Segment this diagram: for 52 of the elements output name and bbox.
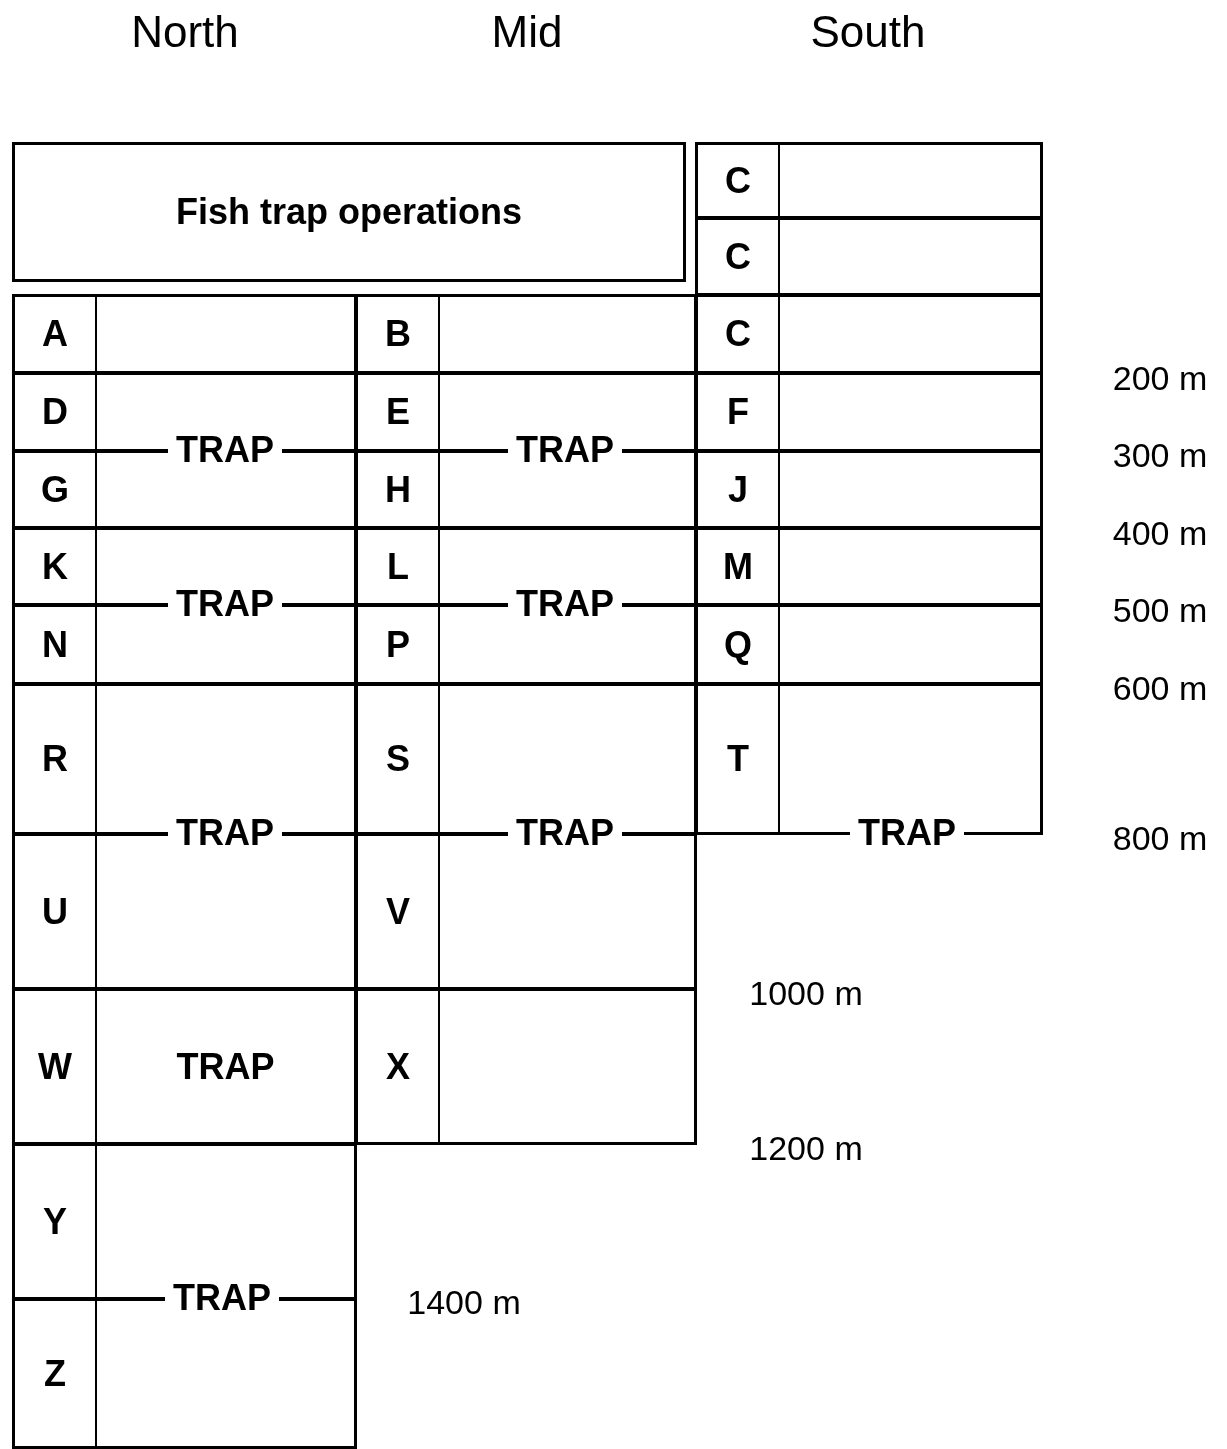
- row-letter: P: [386, 623, 410, 666]
- depth-label: 300 m: [1112, 438, 1208, 472]
- table-row-box: [695, 604, 1043, 685]
- row-letter: B: [385, 313, 411, 355]
- table-row-box: [695, 527, 1043, 606]
- row-letter: K: [42, 545, 68, 588]
- table-row-box: [695, 372, 1043, 452]
- row-letter: D: [42, 391, 68, 433]
- row-letter: N: [42, 623, 68, 666]
- row-letter: V: [386, 890, 410, 933]
- row-letter: W: [38, 1045, 72, 1088]
- title-box: [12, 142, 686, 282]
- depth-label: 400 m: [1112, 516, 1208, 550]
- row-letter: S: [386, 738, 410, 780]
- column-heading: South: [810, 10, 926, 54]
- trap-label: TRAP: [176, 1045, 275, 1088]
- table-row-box: [695, 450, 1043, 529]
- depth-label: 1000 m: [749, 976, 863, 1010]
- row-letter: F: [727, 391, 749, 433]
- row-letter: U: [42, 890, 68, 933]
- row-letter: A: [42, 313, 68, 355]
- row-letter: C: [725, 159, 751, 202]
- table-row-box: [695, 142, 1043, 219]
- row-letter: H: [385, 468, 411, 511]
- depth-label: 500 m: [1112, 593, 1208, 627]
- column-heading: Mid: [491, 10, 563, 54]
- row-letter: Z: [44, 1352, 66, 1395]
- row-letter: E: [386, 391, 410, 433]
- row-letter: G: [41, 468, 69, 511]
- row-letter: Q: [724, 623, 752, 666]
- table-row-box: [695, 217, 1043, 296]
- column-heading: North: [131, 10, 239, 54]
- row-letter: R: [42, 738, 68, 780]
- title-text: Fish trap operations: [175, 191, 522, 233]
- row-letter: X: [386, 1045, 410, 1088]
- table-row-box: [12, 294, 357, 374]
- depth-label: 1200 m: [749, 1131, 863, 1165]
- table-row-box: [355, 988, 697, 1145]
- row-letter: C: [725, 313, 751, 355]
- row-letter: L: [387, 545, 409, 588]
- row-letter: C: [725, 235, 751, 278]
- depth-label: 800 m: [1112, 821, 1208, 855]
- row-letter: Y: [43, 1200, 67, 1243]
- row-letter: M: [723, 545, 753, 588]
- depth-label: 1400 m: [407, 1285, 521, 1319]
- depth-label: 200 m: [1112, 361, 1208, 395]
- table-row-box: [12, 988, 357, 1145]
- row-letter: T: [727, 738, 749, 780]
- row-letter: J: [728, 468, 748, 511]
- table-row-box: [695, 294, 1043, 374]
- table-row-box: [355, 294, 697, 374]
- depth-label: 600 m: [1112, 671, 1208, 705]
